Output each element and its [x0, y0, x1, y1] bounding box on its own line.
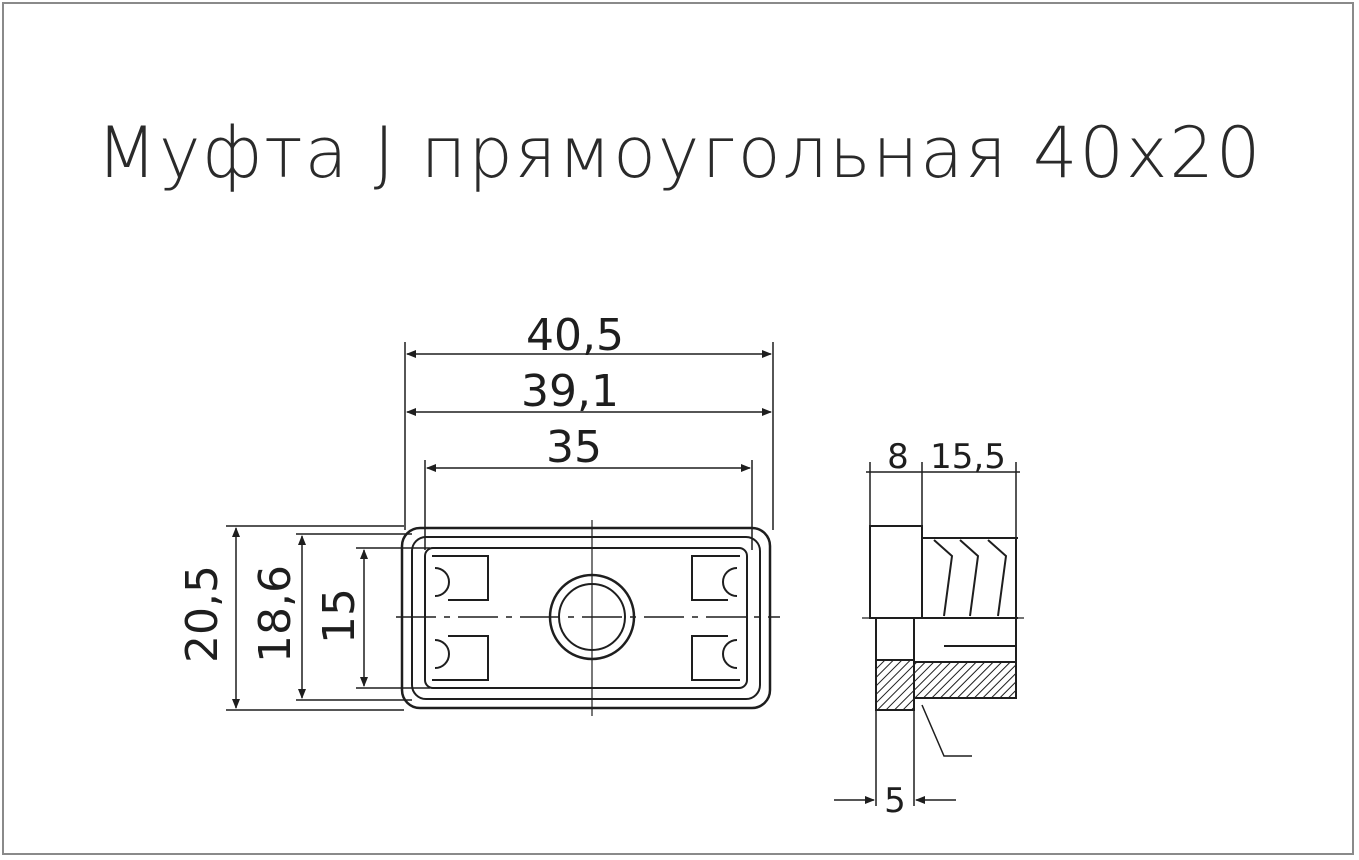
front-inner-recess — [424, 547, 748, 689]
dim-label-height-inner: 15 — [314, 588, 365, 644]
clip-arc-tl — [434, 567, 451, 597]
dim-label-width-mid: 39,1 — [521, 366, 619, 417]
dim-label-height-outer: 20,5 — [177, 565, 228, 663]
clip-arc-br — [721, 639, 738, 669]
front-outer-body — [400, 526, 772, 710]
page-title: Муфта J прямоугольная 40х20 — [96, 112, 1263, 194]
clip-top-left — [432, 555, 489, 601]
clip-arc-tr — [721, 567, 738, 597]
front-width-dimensions — [404, 342, 774, 550]
clip-bottom-right — [691, 635, 740, 681]
side-dimensions — [834, 462, 1020, 806]
side-head-upper — [869, 525, 923, 619]
clip-arc-bl — [434, 639, 451, 669]
dim-label-side-body: 15,5 — [930, 437, 1006, 477]
dim-label-height-mid: 18,6 — [250, 565, 301, 663]
side-view — [862, 525, 1024, 757]
dim-label-width-inner: 35 — [546, 422, 602, 473]
clip-top-right — [691, 555, 740, 601]
dim-label-width-outer: 40,5 — [526, 310, 624, 361]
clip-bottom-left — [432, 635, 489, 681]
side-head-section — [875, 659, 915, 711]
side-fins — [933, 539, 1008, 617]
section-leader — [921, 704, 972, 757]
side-body-section — [913, 661, 1017, 699]
front-inner-body — [411, 536, 761, 700]
front-height-dimensions — [226, 525, 430, 711]
dim-label-side-wall: 5 — [884, 781, 906, 821]
dim-label-side-head: 8 — [887, 437, 909, 477]
front-view — [396, 520, 780, 716]
